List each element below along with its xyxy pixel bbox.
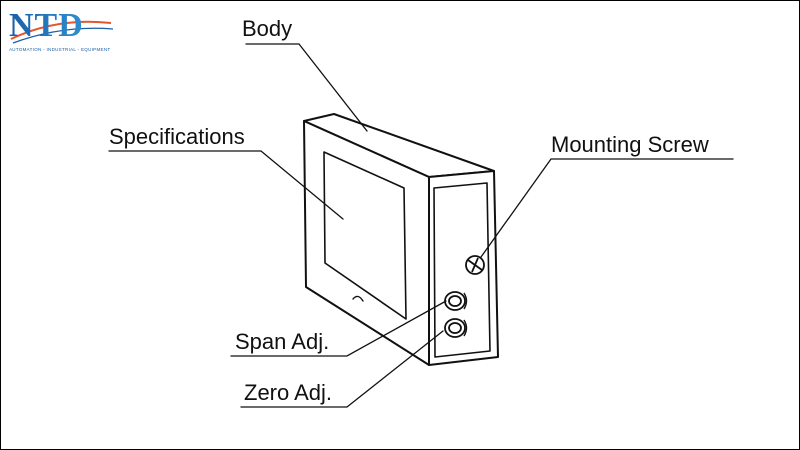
- span-adj-label: Span Adj.: [235, 329, 330, 354]
- device-right-face: [428, 170, 499, 366]
- span-adj-leader-line: [230, 300, 447, 357]
- mounting-screw-leader-line: [480, 158, 734, 258]
- logo-text: NTD: [9, 7, 84, 44]
- specifications-leader-line: [108, 150, 344, 220]
- body-label: Body: [242, 16, 293, 41]
- body-leader-line: [245, 43, 368, 132]
- mounting-screw-label: Mounting Screw: [551, 132, 709, 157]
- specifications-plate: [323, 151, 407, 320]
- span-adj-knob-icon: [444, 291, 468, 311]
- logo-swoosh-icon: [10, 20, 114, 44]
- specifications-label: Specifications: [109, 124, 245, 149]
- zero-adj-leader-line: [240, 330, 444, 408]
- zero-adj-knob-icon: [444, 318, 468, 338]
- mounting-screw-icon: [465, 255, 485, 275]
- front-panel: [433, 182, 491, 358]
- logo-tagline: AUTOMATION - INDUSTRIAL - EQUIPMENT: [9, 47, 111, 52]
- zero-adj-label: Zero Adj.: [244, 380, 333, 405]
- ntd-logo: NTD AUTOMATION - INDUSTRIAL - EQUIPMENT: [7, 9, 117, 59]
